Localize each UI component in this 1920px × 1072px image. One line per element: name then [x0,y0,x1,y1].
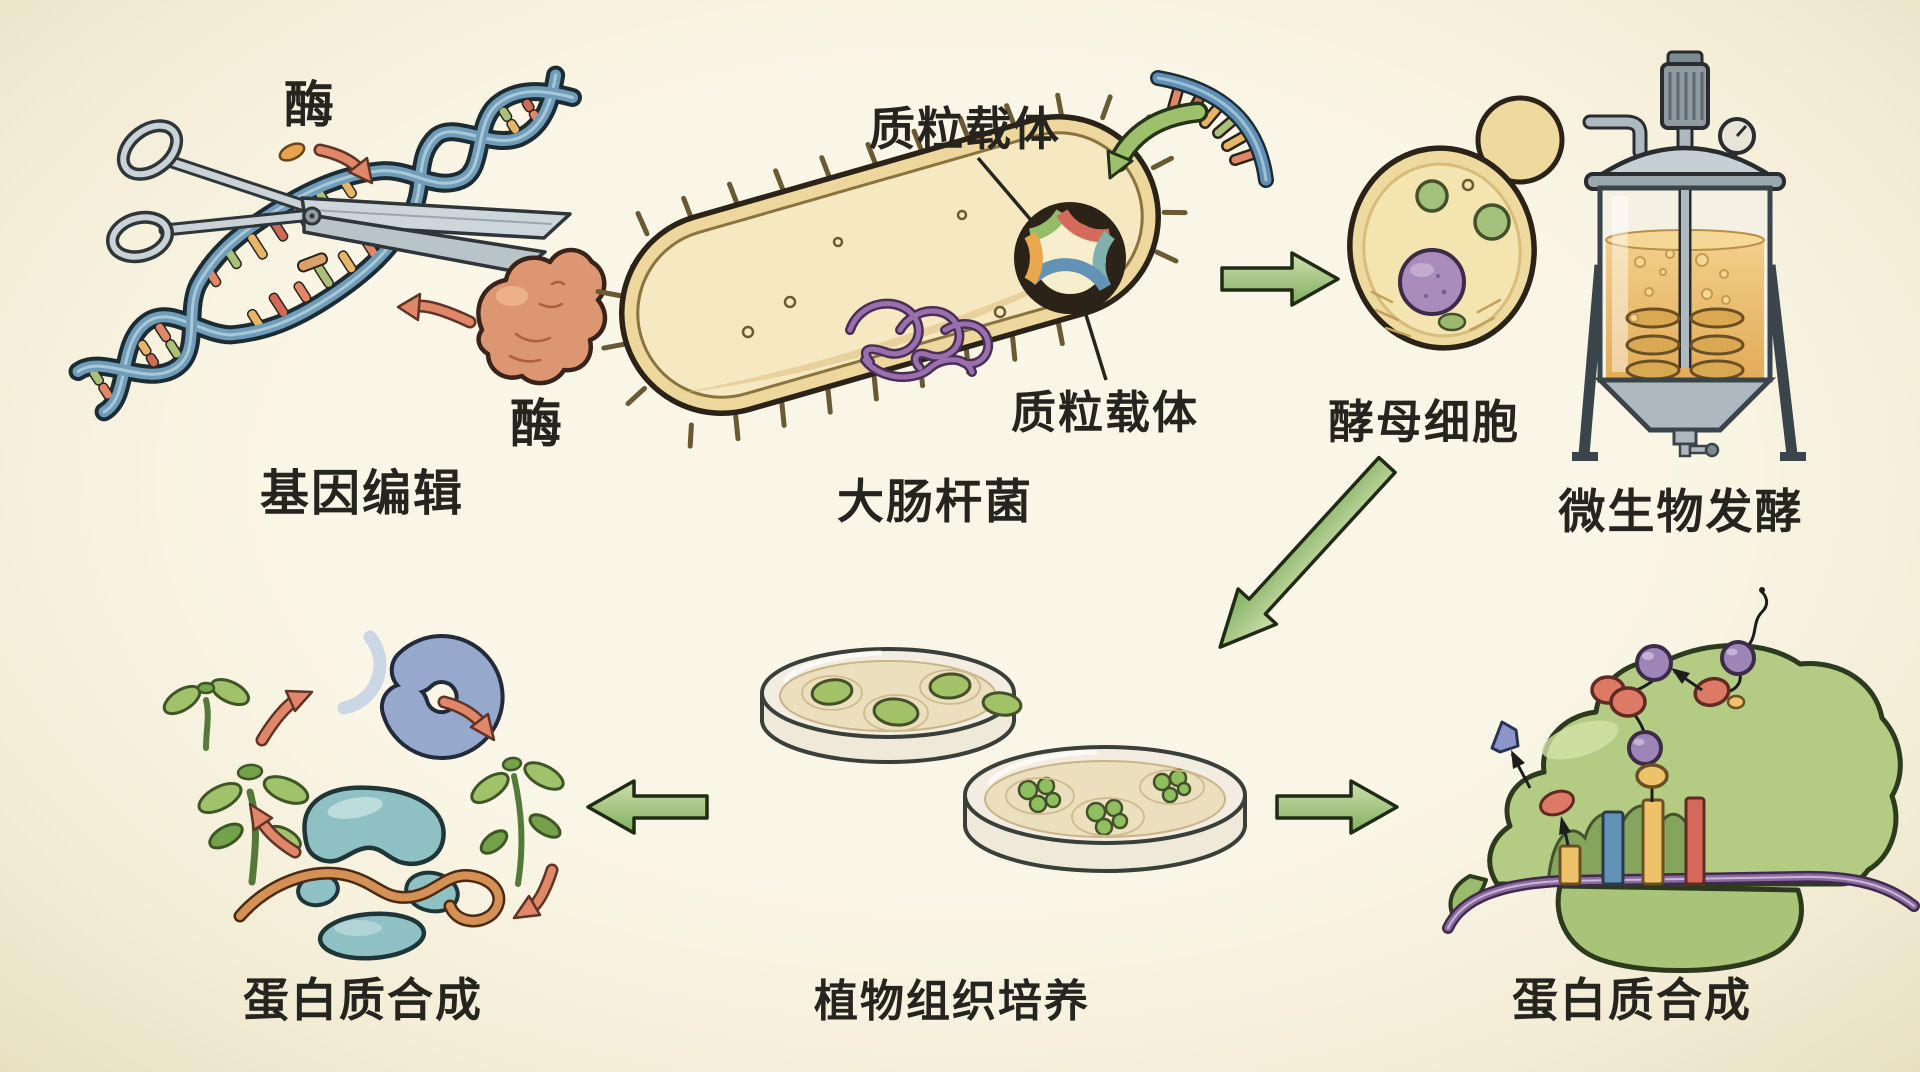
enzyme-arrow-down [313,143,374,185]
label-plasmid-vector-bottom: 质粒载体 [1011,387,1199,438]
cytoplasm-dots [741,209,1007,339]
protein-cycle-panel [162,630,565,961]
petri-dish-calli [760,647,1023,764]
incoming-trna [1671,587,1769,710]
flow-arrow-2 [1220,251,1340,307]
seedling-right [470,756,565,887]
bacterial-chromosome-tangle [845,298,994,383]
plasmid-ring [1014,202,1126,314]
leader-line-plasmid-bottom [1080,301,1108,381]
yeast-vacuole-1 [1415,179,1449,213]
gene-editing-panel [68,65,608,422]
enzyme-arrow-left [396,292,477,329]
stirrer-paddles [1625,307,1745,381]
yeast-hatching [1370,290,1502,338]
label-plasmid-vector-top: 质粒载体 [869,103,1061,155]
label-protein-synthesis-right: 蛋白质合成 [1512,974,1752,1026]
ecoli-bacterium [595,92,1188,449]
codon-bars [1558,796,1706,886]
enzyme-fragment-seed [278,142,306,162]
antibody-protein [337,630,505,761]
label-yeast-cell: 酵母细胞 [1328,396,1520,448]
dna-rungs-closed [88,98,542,401]
label-protein-synthesis-left: 蛋白质合成 [243,974,483,1026]
restriction-enzyme-blob [476,247,608,386]
yeast-nucleus [1398,248,1466,316]
released-products [1490,720,1575,846]
seedling-small [162,677,251,751]
label-gene-editing: 基因编辑 [260,467,464,521]
cycle-arrows [248,689,559,920]
bioreactor-fermenter [1572,50,1806,461]
flow-arrow-3 [586,779,709,835]
amino-acid-chain [1590,644,1673,802]
leader-line-plasmid-top [976,156,1038,228]
flow-arrow-diagonal [1218,455,1397,649]
ribosome-small-subunit [1555,883,1804,974]
dna-fragment-arc [1150,70,1274,188]
label-enzyme-top: 酶 [284,77,336,133]
ribosome-translation-panel [1442,587,1920,974]
label-enzyme-right: 酶 [510,396,564,454]
mrna-strand [1442,870,1920,934]
petri-dish-plantlets [963,745,1247,873]
excised-dna-piece [296,252,329,273]
ecoli-panel [595,70,1274,449]
label-microbial-fermentation: 微生物发酵 [1558,485,1804,538]
pili-spikes [595,92,1188,449]
flow-arrow-4 [1275,779,1399,835]
bubbles [1629,249,1731,323]
plantlet-clusters [1017,768,1192,837]
ribosome-teal-complex [233,785,506,961]
scissors-icon [106,119,572,274]
yeast-vacuole-2 [1473,203,1511,241]
yeast-cell [1347,95,1565,351]
dna-double-helix [68,65,582,422]
insertion-arrow [1106,101,1209,180]
callus-clumps [810,672,1023,727]
label-plant-tissue-culture: 植物组织培养 [814,977,1090,1026]
label-ecoli: 大肠杆菌 [837,475,1033,528]
